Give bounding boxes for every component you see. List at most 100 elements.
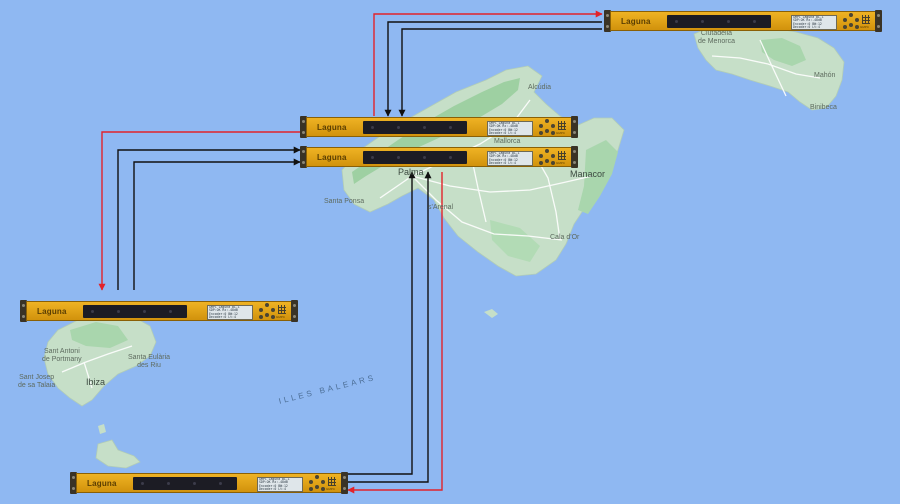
rack-ear-right: [291, 300, 298, 322]
nav-key: [855, 18, 859, 22]
brand-label: Laguna: [87, 479, 117, 488]
lcd-line: SDP:OK Rx:-48dB: [259, 480, 288, 485]
lcd-line: Decoder:0 Lt:4: [259, 487, 286, 492]
label-sant-josep: Sant Josep de sa Talaia: [18, 374, 56, 389]
label-ciutadella: Ciutadella de Menorca: [698, 30, 735, 45]
rack-ear-left: [604, 10, 611, 32]
nav-key: [315, 475, 319, 479]
port-led: [727, 20, 730, 23]
link-ibiza-to-palma-a: [117, 146, 301, 290]
nav-key: [551, 124, 555, 128]
port-led: [423, 156, 426, 159]
port-bay: [133, 477, 237, 490]
model-label: GMPC: [556, 131, 565, 135]
link-ibiza-to-palma-b: [133, 158, 301, 290]
rack-ear-left: [300, 146, 307, 168]
lcd-line: GMPC Laguna BL-1: [259, 477, 290, 481]
label-mallorca: Mallorca: [494, 138, 521, 145]
label-manacor: Manacor: [570, 169, 606, 179]
nav-key: [545, 149, 549, 153]
vent-grid-icon: [558, 121, 566, 130]
nav-key: [315, 485, 319, 489]
brand-label: Laguna: [37, 307, 67, 316]
keypad: [307, 475, 327, 493]
rack-ear-left: [70, 472, 77, 494]
nav-key: [321, 487, 325, 491]
model-label: GMPC: [326, 487, 335, 491]
nav-key: [545, 159, 549, 163]
lcd-line: Decoder:0 Lt:4: [793, 25, 820, 30]
label-binibeca: Binibeca: [810, 104, 837, 111]
nav-key: [849, 23, 853, 27]
rack-ear-right: [341, 472, 348, 494]
nav-key: [265, 303, 269, 307]
port-led: [167, 482, 170, 485]
port-led: [423, 126, 426, 129]
port-led: [449, 156, 452, 159]
label-santa-eularia: Santa Eulària des Riu: [128, 354, 171, 369]
nav-key: [259, 315, 263, 319]
port-led: [675, 20, 678, 23]
label-sant-antoni: Sant Antoni de Portmany: [42, 348, 82, 363]
nav-key: [539, 161, 543, 165]
link-palma-to-menorca: [373, 10, 603, 116]
port-led: [371, 156, 374, 159]
port-led: [141, 482, 144, 485]
port-led: [753, 20, 756, 23]
mallorca-south-hills: [490, 220, 540, 262]
keypad: [257, 303, 277, 321]
link-formentera-to-palma-b: [348, 171, 432, 483]
espalmador-islet: [98, 424, 106, 434]
lcd-line: GMPC Laguna BL-1: [489, 121, 520, 125]
nav-key: [271, 308, 275, 312]
port-led: [397, 156, 400, 159]
rack-ear-right: [571, 146, 578, 168]
port-led: [219, 482, 222, 485]
port-led: [193, 482, 196, 485]
rack-ear-right: [571, 116, 578, 138]
port-led: [371, 126, 374, 129]
lcd-line: SDP:OK Rx:-48dB: [489, 124, 518, 129]
lcd-line: Decoder:0 Lt:4: [209, 315, 236, 320]
vent-grid-icon: [558, 151, 566, 160]
nav-key: [309, 487, 313, 491]
lcd-line: SDP:OK Rx:-48dB: [209, 308, 238, 313]
vent-grid-icon: [862, 15, 870, 24]
rack-ear-left: [20, 300, 27, 322]
port-led: [91, 310, 94, 313]
port-led: [701, 20, 704, 23]
label-arenal: s'Arenal: [428, 204, 454, 211]
link-palma-to-ibiza: [98, 131, 302, 291]
port-led: [397, 126, 400, 129]
nav-key: [321, 480, 325, 484]
label-mahon: Mahón: [814, 72, 836, 79]
nav-key: [545, 119, 549, 123]
label-cala-dor: Cala d'Or: [550, 234, 580, 241]
rack-ear-left: [300, 116, 307, 138]
nav-key: [843, 18, 847, 22]
model-label: GMPC: [860, 25, 869, 29]
port-bay: [83, 305, 187, 318]
cabrera-islet: [484, 309, 498, 318]
vent-grid-icon: [278, 305, 286, 314]
lcd-line: Encoder:0 BW:12: [489, 157, 518, 162]
link-formentera-to-palma-a: [348, 171, 416, 475]
nav-key: [545, 129, 549, 133]
lcd-line: SDP:OK Rx:-48dB: [489, 154, 518, 159]
port-led: [143, 310, 146, 313]
levant-hills: [578, 140, 618, 214]
lcd-line: Encoder:0 BW:12: [489, 127, 518, 132]
lcd-line: GMPC Laguna BL-1: [489, 151, 520, 155]
lcd-line: Decoder:0 Lt:4: [489, 161, 516, 166]
